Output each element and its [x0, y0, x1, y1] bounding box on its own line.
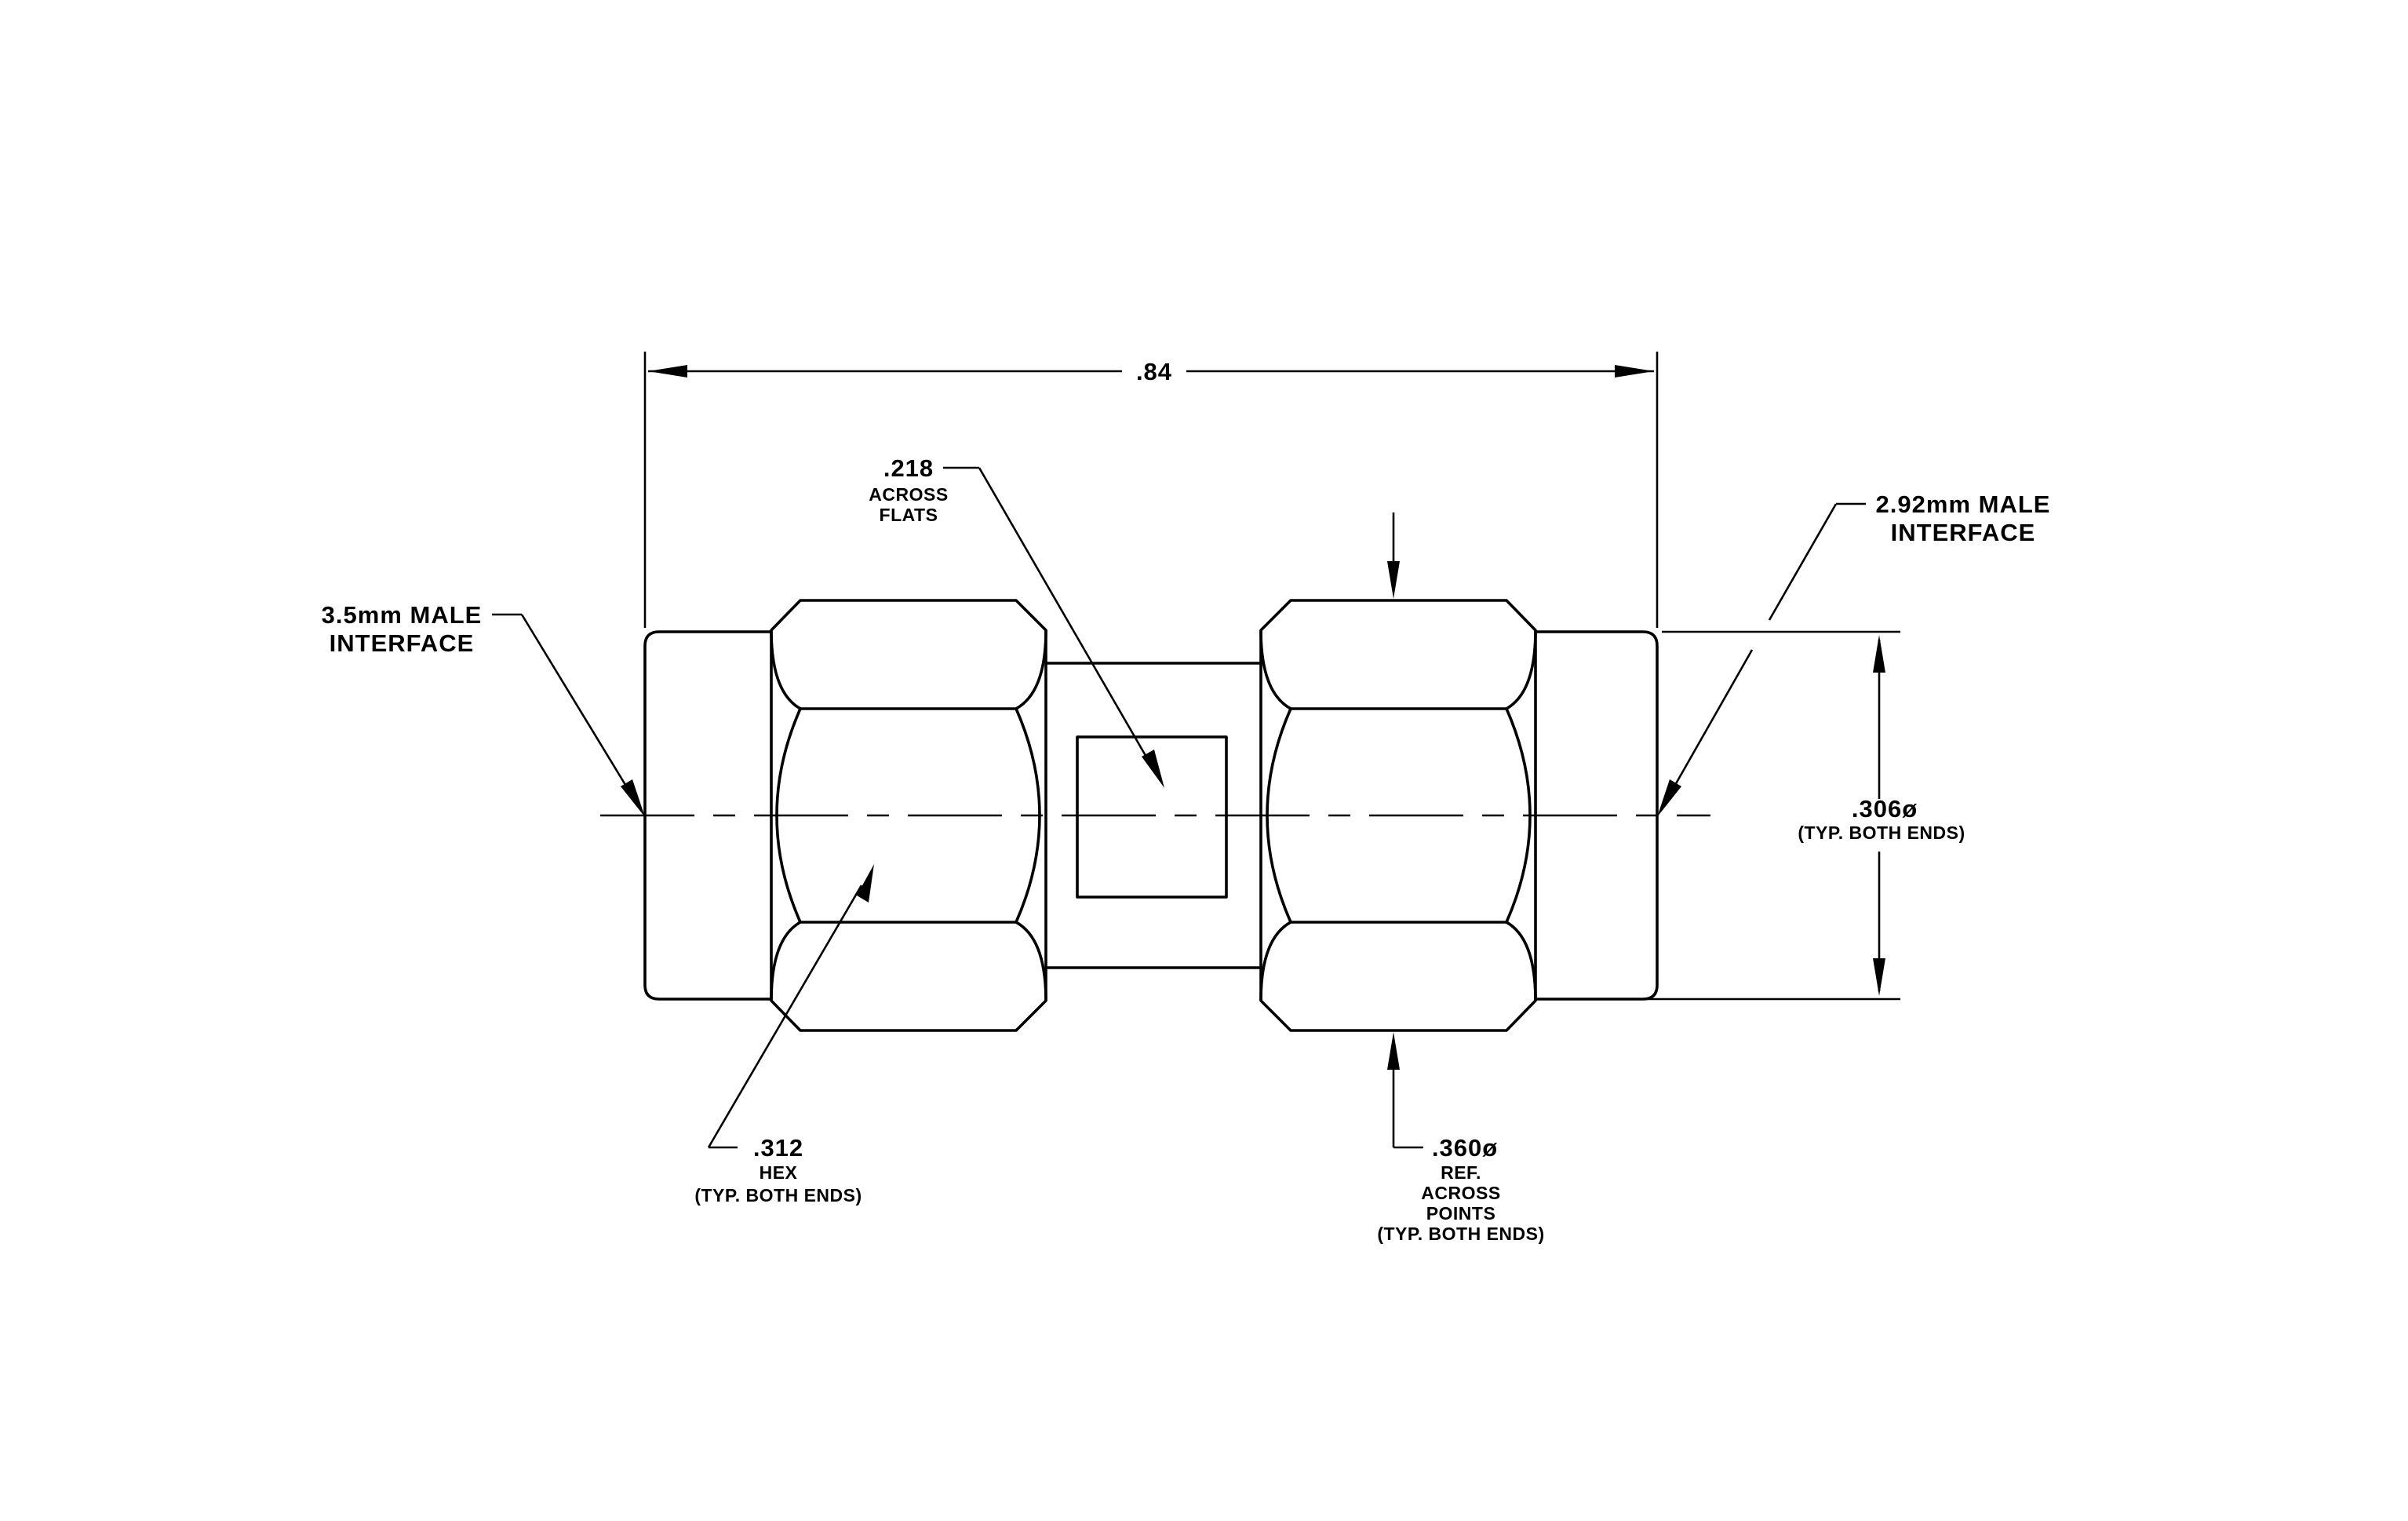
left-interface-line2: INTERFACE [330, 629, 475, 657]
across-points-dimension [1387, 512, 1423, 1149]
arrowhead [1387, 561, 1400, 599]
overall-length-dimension [643, 352, 1659, 628]
hex-size-value: .312 [753, 1134, 803, 1162]
center-barrel [1046, 662, 1261, 969]
body-diameter-dimension [1640, 630, 1900, 1001]
arrowhead [1615, 365, 1654, 378]
right-interface-line2: INTERFACE [1891, 519, 2036, 546]
left-interface-leader [492, 613, 645, 817]
hex-size-leader [707, 864, 874, 1149]
arrowhead [1873, 635, 1885, 673]
across-flats-line1: ACROSS [869, 484, 948, 505]
arrowhead [621, 779, 645, 817]
arrowhead [857, 864, 874, 903]
across-points-note: (TYP. BOTH ENDS) [1377, 1224, 1544, 1244]
body-diameter-value: .306ø [1852, 795, 1918, 823]
arrowhead [1387, 1032, 1400, 1070]
across-points-line3: POINTS [1426, 1203, 1496, 1224]
hex-size-note: (TYP. BOTH ENDS) [694, 1185, 862, 1205]
arrowhead [1142, 750, 1164, 788]
wrench-flat [1076, 735, 1228, 899]
across-points-line2: ACROSS [1421, 1183, 1500, 1203]
body-diameter-note: (TYP. BOTH ENDS) [1798, 823, 1965, 843]
arrowhead [648, 365, 687, 378]
arrowhead [1657, 779, 1681, 817]
across-points-line1: REF. [1441, 1162, 1481, 1183]
overall-length-label: .84 [1136, 358, 1172, 385]
right-interface-leader [1657, 502, 1866, 817]
across-flats-line2: FLATS [880, 505, 938, 525]
arrowhead [1873, 958, 1885, 996]
across-points-value: .360ø [1432, 1134, 1498, 1162]
across-flats-value: .218 [883, 454, 934, 482]
across-flats-leader [943, 466, 1164, 788]
right-interface-line1: 2.92mm MALE [1876, 491, 2051, 518]
hex-size-line1: HEX [760, 1162, 798, 1183]
left-interface-line1: 3.5mm MALE [322, 601, 483, 629]
